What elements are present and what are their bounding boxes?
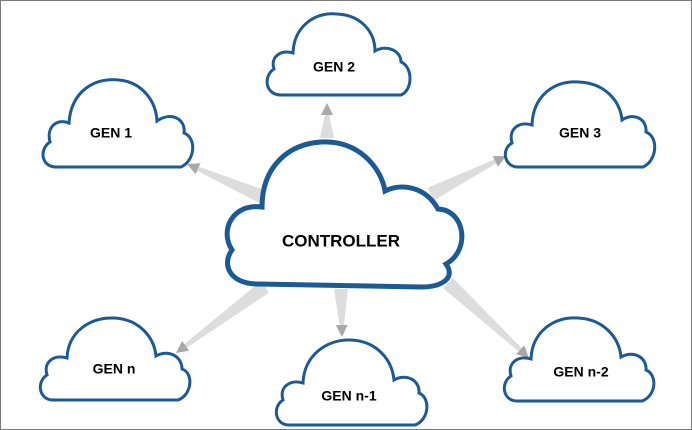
arrow-head-to-gen-n-1 [335,324,348,337]
gen-n-1-cloud: GEN n-1 [274,338,429,427]
gen-n-cloud: GEN n [38,316,192,402]
gen-2-label: GEN 2 [313,59,355,75]
arrow-head-to-gen-1 [187,163,201,175]
controller-cloud-shape [224,139,465,290]
controller-cloud: CONTROLLER [224,139,465,290]
gen-n-2-cloud: GEN n-2 [502,316,656,403]
gen-1-cloud: GEN 1 [41,78,195,169]
gen-n-2-label: GEN n-2 [553,364,608,380]
arrow-shaft-to-gen-n [184,281,270,348]
arrows-layer [176,103,529,358]
arrow-shaft-to-gen-3 [427,159,497,201]
arrow-shaft-to-gen-1 [197,166,266,204]
gen-n-1-label: GEN n-1 [321,388,376,404]
gen-n-1-cloud-shape [274,338,429,427]
arrow-shaft-to-gen-2 [320,115,334,138]
gen-1-cloud-shape [41,78,195,169]
gen-3-cloud: GEN 3 [503,80,657,169]
gen-2-cloud-shape [265,12,412,97]
controller-label: CONTROLLER [282,231,400,250]
arrow-head-to-gen-3 [492,156,506,167]
gen-n-label: GEN n [93,361,136,377]
gen-n-2-cloud-shape [502,316,656,403]
arrow-shaft-to-gen-n-1 [334,288,348,325]
arrow-head-to-gen-2 [321,103,333,115]
arrow-shaft-to-gen-n-2 [443,277,522,352]
gen-1-label: GEN 1 [90,125,132,141]
arrow-head-to-gen-n [176,341,190,353]
gen-2-cloud: GEN 2 [265,12,412,97]
gen-3-cloud-shape [503,80,657,169]
clouds-layer: CONTROLLER GEN 1 GEN 2 GEN 3 GEN n GEN n [38,12,657,427]
gen-n-cloud-shape [38,316,192,402]
gen-3-label: GEN 3 [559,125,601,141]
arrow-head-to-gen-n-2 [516,345,529,358]
